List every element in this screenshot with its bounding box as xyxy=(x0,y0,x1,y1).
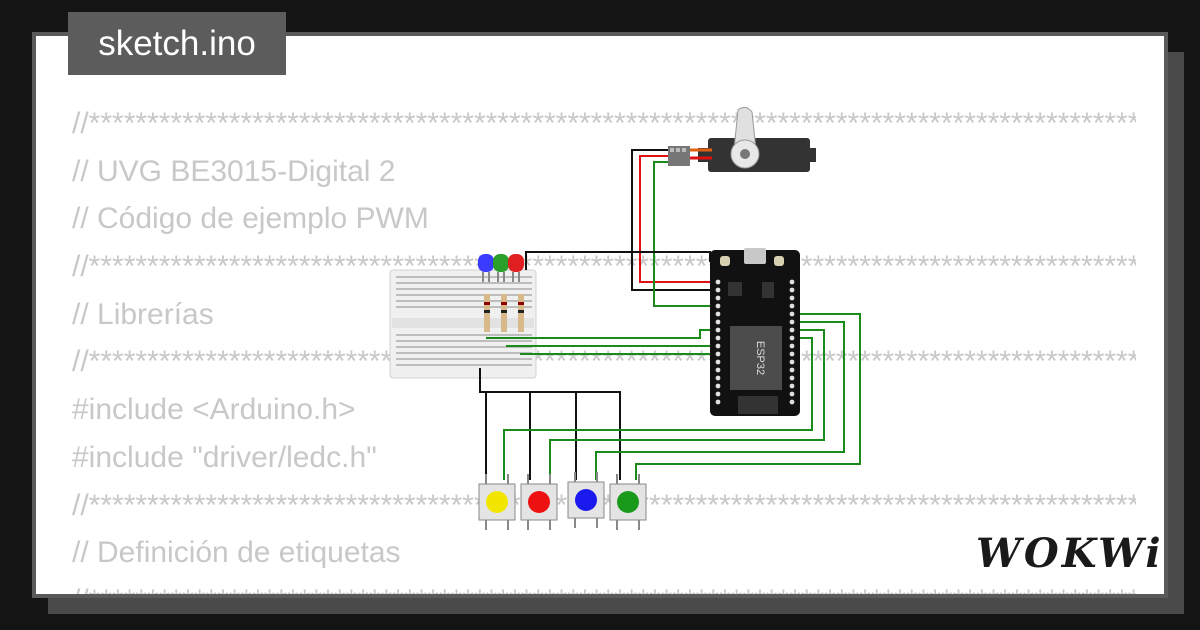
preview-card: //**************************************… xyxy=(32,32,1168,598)
code-line: //**************************************… xyxy=(72,107,1136,140)
code-line: #include "driver/ledc.h" xyxy=(72,440,377,474)
code-line: // Código de ejemplo PWM xyxy=(72,202,429,236)
filename-tag: sketch.ino xyxy=(68,12,286,75)
code-line: //**************************************… xyxy=(72,577,1136,594)
led-green xyxy=(493,254,509,282)
led-red xyxy=(508,254,524,282)
servo-motor xyxy=(668,106,816,172)
wires xyxy=(479,149,861,480)
code-line: #include <Arduino.h> xyxy=(72,393,356,427)
code-line: // Definición de etiquetas xyxy=(72,536,401,570)
resistors xyxy=(484,294,524,332)
code-background: //**************************************… xyxy=(72,100,1136,594)
pushbutton-green xyxy=(609,474,647,530)
led-blue xyxy=(478,254,494,282)
code-line: //**************************************… xyxy=(72,345,1136,379)
code-line: // UVG BE3015-Digital 2 xyxy=(72,154,396,188)
wokwi-logo: WOKWi xyxy=(976,529,1164,577)
pushbutton-blue xyxy=(567,472,605,528)
pushbutton-yellow xyxy=(478,474,516,530)
code-line: // Librerías xyxy=(72,297,214,331)
esp32-chip-label: ESP32 xyxy=(754,341,766,375)
pushbutton-red xyxy=(520,474,558,530)
code-line: //**************************************… xyxy=(72,250,1136,284)
breadboard xyxy=(389,269,537,379)
esp32-board: ESP32 xyxy=(710,248,800,416)
